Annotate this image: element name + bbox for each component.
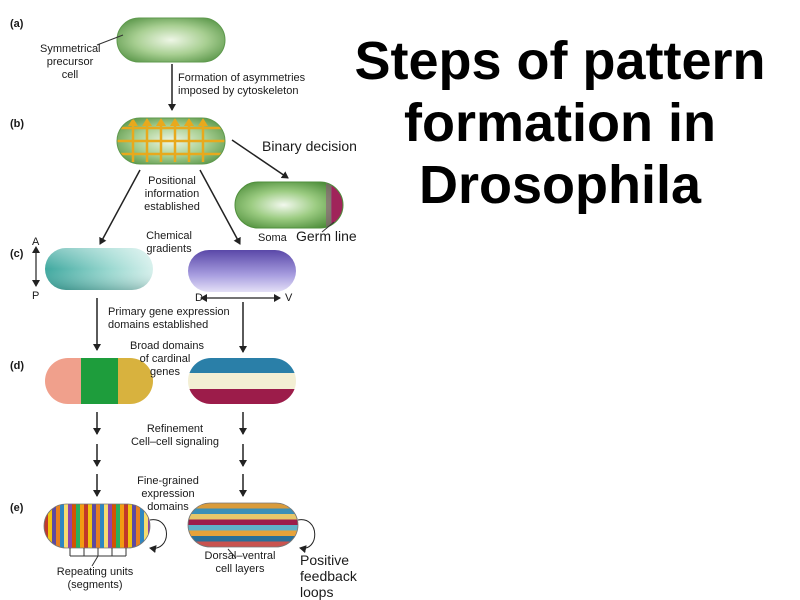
binary-decision-label: Binary decision (262, 138, 357, 154)
title-line-3: Drosophila (418, 155, 702, 215)
axis-d-label: D (195, 292, 203, 304)
step-label-d: (d) (10, 360, 25, 372)
segmented-cell (44, 504, 150, 548)
axis-a-label: A (32, 236, 40, 248)
step-label-a: (a) (10, 18, 24, 30)
arrow-b-to-ap (99, 169, 141, 245)
feedback-loop-left (149, 519, 167, 554)
soma-germline-cell (235, 182, 343, 228)
dv-layered-cell (188, 503, 298, 547)
asymmetric-cell (117, 118, 225, 164)
germ-line-label: Germ line (296, 228, 357, 244)
broad-domains-dv-cell (188, 358, 296, 404)
dv-gradient-cell (188, 250, 296, 292)
slide-title: Steps of pattern formation in Drosophila (335, 30, 785, 216)
feedback-loop-right (297, 519, 316, 554)
step-label-c: (c) (10, 248, 24, 260)
precursor-leader-line (96, 34, 124, 46)
axis-p-label: P (32, 290, 40, 302)
soma-label: Soma (258, 232, 287, 244)
arrow-binary-decision (231, 139, 289, 179)
step-label-e: (e) (10, 502, 24, 514)
title-line-2: formation in (404, 93, 716, 153)
arrow-b-to-dv (199, 169, 241, 245)
axis-v-label: V (285, 292, 293, 304)
title-line-1: Steps of pattern (354, 31, 766, 91)
step-label-b: (b) (10, 118, 25, 130)
precursor-cell (116, 17, 226, 63)
germ-line-leader (321, 221, 335, 233)
dorsal-leader (227, 548, 237, 559)
repeating-units-label: Repeating units(segments) (56, 566, 134, 591)
repeating-units-bracket (69, 548, 127, 567)
